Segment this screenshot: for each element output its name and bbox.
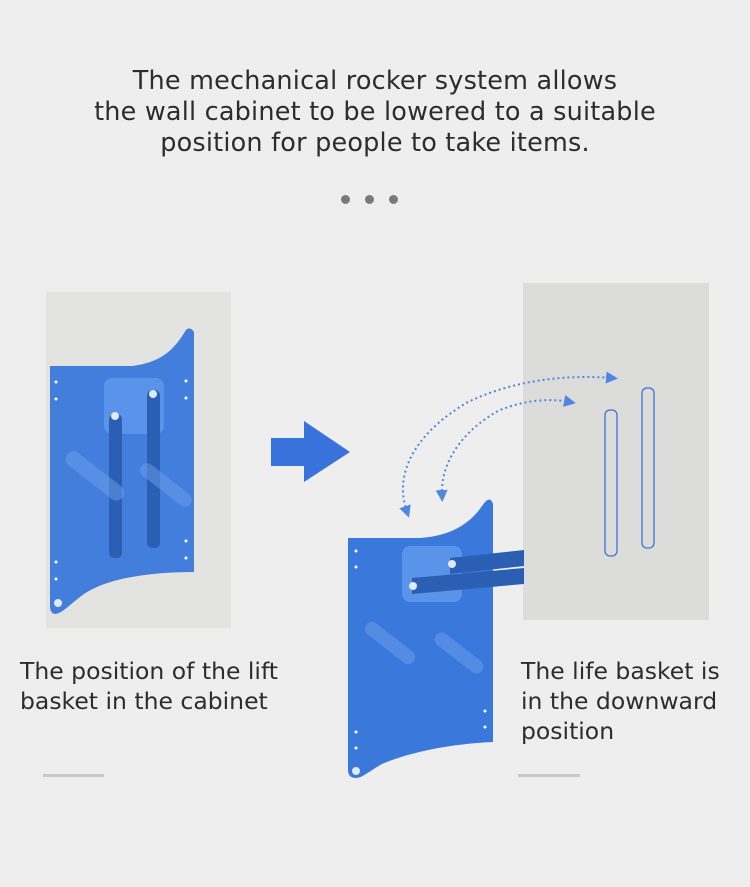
right-caption-line-2: in the downward: [521, 687, 718, 715]
right-rocker-arm-1: [450, 550, 524, 574]
left-cabinet-illustration: [46, 292, 231, 628]
right-caption-line-3: position: [521, 717, 615, 745]
right-caption-line-1: The life basket is: [521, 657, 720, 685]
right-screw-holes: [354, 549, 487, 750]
left-caption-line-2: basket in the cabinet: [20, 687, 268, 715]
right-pivot-1: [448, 560, 456, 568]
right-arrow-icon: [271, 421, 350, 482]
right-lift-basket: [348, 499, 493, 778]
pagination-dots-icon: [341, 195, 401, 205]
headline-line-2: the wall cabinet to be lowered to a suit…: [94, 97, 656, 127]
right-glare-2: [434, 632, 484, 674]
right-rocker-arm-2: [412, 568, 524, 594]
right-caption: The life basket is in the downward posit…: [521, 656, 720, 746]
left-bottom-screw: [54, 599, 62, 607]
left-glare-1: [65, 451, 125, 501]
right-mount-plate: [402, 546, 462, 602]
left-pivot-1: [111, 412, 119, 420]
right-divider: [518, 774, 580, 777]
left-pivot-2: [149, 390, 157, 398]
right-cabinet-illustration: [348, 283, 709, 778]
dot-2: [365, 195, 374, 204]
right-bottom-screw: [352, 767, 360, 775]
headline-line-1: The mechanical rocker system allows: [132, 66, 618, 96]
right-glare-1: [364, 621, 416, 665]
dot-3: [389, 195, 398, 204]
dot-1: [341, 195, 350, 204]
right-arm-slot-2: [641, 387, 655, 549]
left-divider: [43, 774, 104, 777]
right-cabinet-box: [523, 283, 709, 620]
left-caption-line-1: The position of the lift: [20, 657, 279, 685]
left-glare-2: [140, 463, 192, 507]
right-pivot-2: [409, 582, 417, 590]
headline: The mechanical rocker system allows the …: [0, 66, 750, 159]
left-caption: The position of the lift basket in the c…: [20, 656, 278, 716]
left-screw-holes: [54, 379, 188, 581]
headline-line-3: position for people to take items.: [160, 128, 590, 158]
